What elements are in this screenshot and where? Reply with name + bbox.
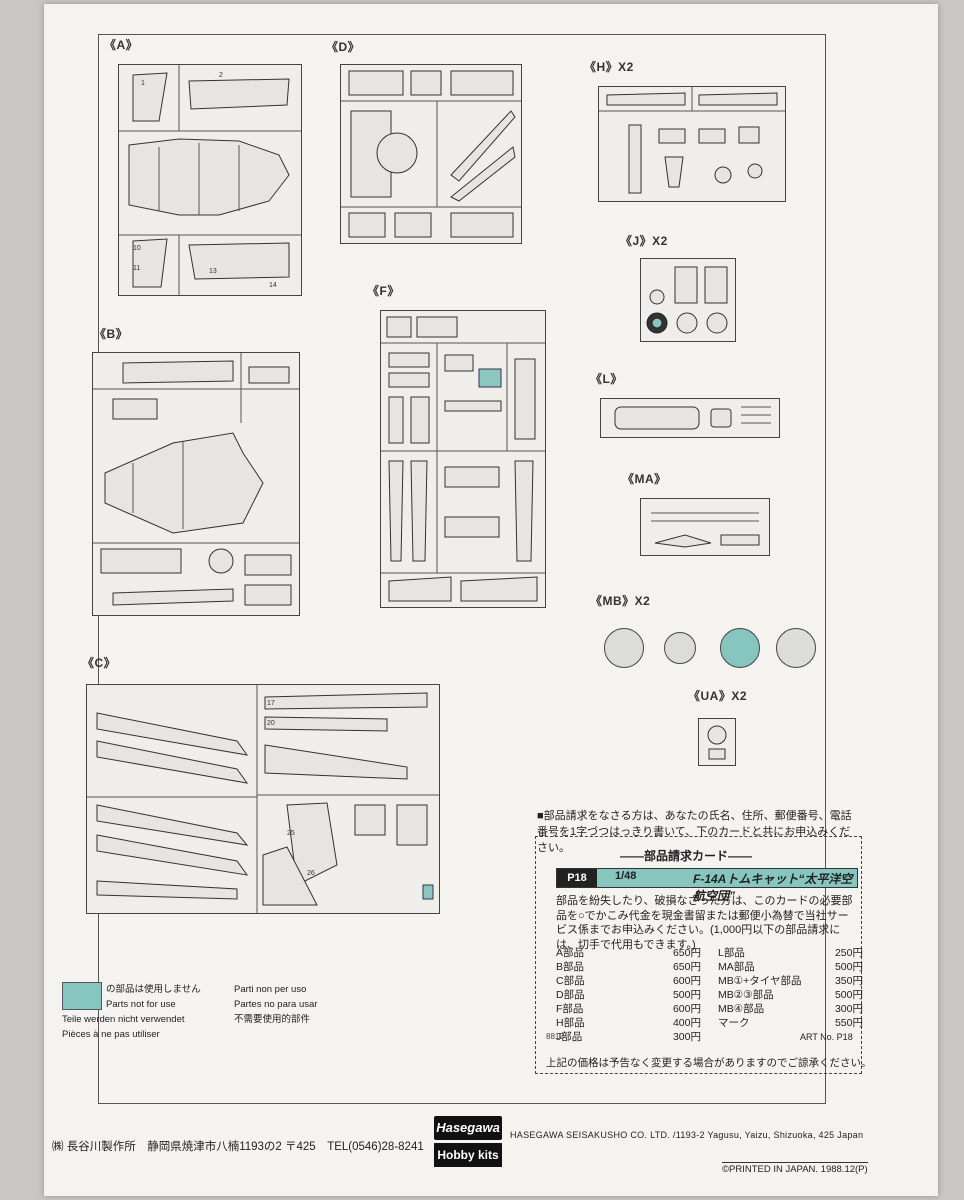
legend-right: Parti non per uso Partes no para usar 不需… (234, 982, 317, 1027)
svg-text:13: 13 (209, 268, 217, 275)
svg-text:10: 10 (133, 245, 141, 252)
unused-parts-swatch (62, 982, 102, 1010)
kit-name: F-14Aトムキャット“太平洋空航空団” (693, 872, 853, 903)
legend-jp: の部品は使用しません (106, 984, 201, 995)
wheel-mb-3 (720, 628, 760, 668)
price-footnote: 上記の価格は予告なく変更する場合がありますのでご諒承ください。 (546, 1057, 872, 1069)
wheel-mb-2 (664, 632, 696, 664)
svg-text:20: 20 (267, 720, 275, 727)
svg-text:1: 1 (141, 80, 145, 87)
runner-c: 17 20 25 26 (86, 684, 440, 914)
kit-scale: 1/48 (615, 870, 637, 882)
legend-it: Parti non per uso (234, 984, 307, 995)
printed-in-japan: ©PRINTED IN JAPAN. 1988.12(P) (722, 1162, 868, 1175)
runner-ma (640, 498, 770, 556)
logo-hasegawa: Hasegawa (434, 1116, 502, 1140)
wheel-mb-4 (776, 628, 816, 668)
legend-en: Parts not for use (106, 999, 176, 1010)
card-instructions: 部品を紛失したり、破損なさった方は、このカードの必要部品を○でかこみ代金を現金書… (556, 895, 853, 951)
legend-de: Teile werden nicht verwendet (62, 1014, 185, 1025)
section-label-h: 《H》X2 (584, 60, 634, 74)
runner-j (640, 258, 736, 342)
footer-company-en: HASEGAWA SEISAKUSHO CO. LTD. /1193-2 Yag… (510, 1130, 864, 1140)
card-kit-bar: P18 1/48 F-14Aトムキャット“太平洋空航空団” (556, 868, 858, 903)
section-label-a: 《A》 (104, 38, 139, 52)
runner-l (600, 398, 780, 438)
section-label-ua: 《UA》X2 (688, 689, 748, 703)
svg-text:2: 2 (219, 72, 223, 79)
svg-text:11: 11 (133, 265, 140, 272)
art-number: ART No. P18 (800, 1032, 853, 1042)
hasegawa-logo: Hasegawa Hobby kits (434, 1116, 502, 1170)
section-label-j: 《J》X2 (620, 234, 668, 248)
order-notice: ■部品請求をなさる方は、あなたの氏名、住所、郵便番号、電話番号を1字づつはっきり… (537, 810, 852, 854)
runner-ua (698, 718, 736, 766)
runner-a: 1 2 10 11 13 14 (118, 64, 302, 296)
print-code: 8812 (546, 1032, 564, 1041)
legend-es: Partes no para usar (234, 999, 318, 1010)
card-title: ――部品請求カード―― (620, 849, 753, 863)
runner-d (340, 64, 522, 244)
wheel-mb-1 (604, 628, 644, 668)
legend-fr: Pièces à ne pas utiliser (62, 1029, 160, 1040)
section-label-ma: 《MA》 (622, 472, 667, 486)
section-label-d: 《D》 (326, 40, 361, 54)
section-label-c: 《C》 (82, 656, 117, 670)
section-label-f: 《F》 (367, 284, 400, 298)
svg-text:14: 14 (269, 282, 277, 289)
section-label-b: 《B》 (94, 327, 129, 341)
svg-text:26: 26 (307, 870, 315, 877)
logo-hobby-kits: Hobby kits (434, 1143, 502, 1167)
legend-cn: 不需要使用的部件 (234, 1014, 311, 1025)
svg-text:25: 25 (287, 830, 295, 837)
parts-request-card (535, 836, 862, 1074)
legend-left-lower: Teile werden nicht verwendet Pièces à ne… (62, 1012, 185, 1042)
kit-code: P18 (557, 869, 597, 887)
section-label-l: 《L》 (590, 372, 623, 386)
svg-text:17: 17 (267, 700, 275, 707)
runner-h (598, 86, 786, 202)
runner-f (380, 310, 546, 608)
section-label-mb: 《MB》X2 (590, 594, 651, 608)
legend-left: の部品は使用しません Parts not for use (106, 982, 201, 1012)
footer-company-jp: ㈱ 長谷川製作所 静岡県焼津市八楠1193の2 〒425 TEL(0546)28… (52, 1141, 424, 1153)
runner-b (92, 352, 300, 616)
